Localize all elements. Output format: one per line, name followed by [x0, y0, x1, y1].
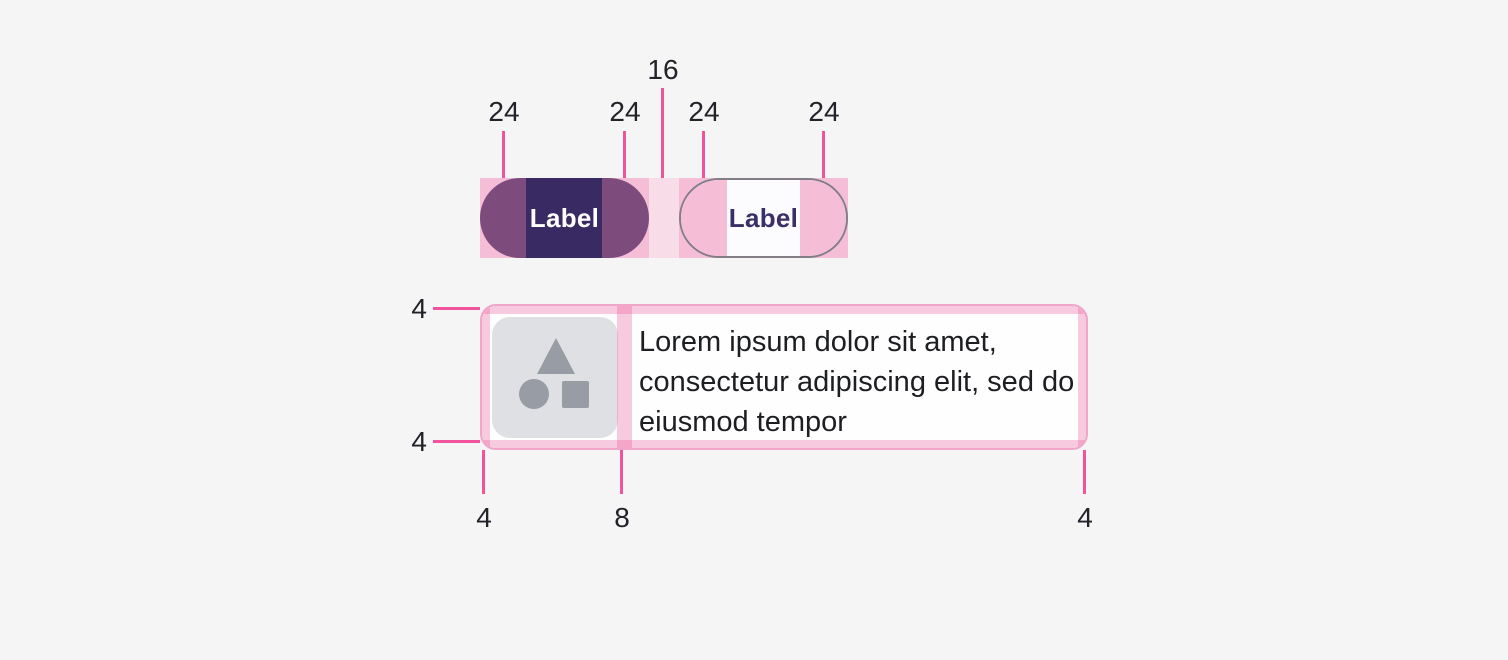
supporting-text-line: eiusmod tempor: [639, 406, 847, 438]
measurement-label: 24: [609, 96, 641, 127]
measurement-line: [661, 88, 664, 178]
outlined-button[interactable]: Label: [679, 178, 848, 258]
filled-button[interactable]: Label: [480, 178, 649, 258]
padding-highlight: [1078, 306, 1086, 448]
measurement-line: [502, 131, 505, 178]
measurement-label: 16: [647, 54, 679, 85]
list-item-card[interactable]: Lorem ipsum dolor sit amet, consectetur …: [480, 304, 1088, 450]
measurement-line: [702, 131, 705, 178]
gap-highlight: [617, 306, 632, 448]
measurement-label: 24: [488, 96, 520, 127]
padding-highlight: [482, 306, 1086, 314]
gap-highlight: [649, 178, 679, 258]
triangle-icon: [537, 338, 575, 374]
measurement-line: [822, 131, 825, 178]
filled-button-container: [526, 178, 602, 258]
measurement-label: 4: [411, 293, 427, 324]
circle-icon: [519, 379, 549, 409]
outlined-button-label: Label: [728, 202, 799, 233]
measurement-line: [620, 450, 623, 494]
measurement-label: 4: [411, 426, 427, 457]
measurement-line: [433, 440, 480, 443]
padding-highlight: [681, 180, 727, 256]
measurement-label: 4: [1077, 502, 1093, 533]
padding-highlight: [482, 440, 1086, 448]
padding-highlight: [482, 306, 490, 448]
measurement-line: [433, 307, 480, 310]
square-icon: [562, 381, 589, 408]
measurement-label: 4: [476, 502, 492, 533]
padding-highlight: [800, 180, 846, 256]
measurement-label: 8: [614, 502, 630, 533]
measurement-label: 24: [688, 96, 720, 127]
measurement-line: [482, 450, 485, 494]
supporting-text-line: consectetur adipiscing elit, sed do: [639, 366, 1075, 398]
supporting-text-line: Lorem ipsum dolor sit amet,: [639, 326, 997, 358]
image-placeholder-icon: [519, 338, 589, 409]
measurement-label: 24: [808, 96, 840, 127]
image-placeholder: [492, 317, 618, 438]
measurement-line: [1083, 450, 1086, 494]
filled-button-label: Label: [529, 202, 600, 233]
measurement-line: [623, 131, 626, 178]
supporting-text: Lorem ipsum dolor sit amet, consectetur …: [639, 322, 1074, 442]
